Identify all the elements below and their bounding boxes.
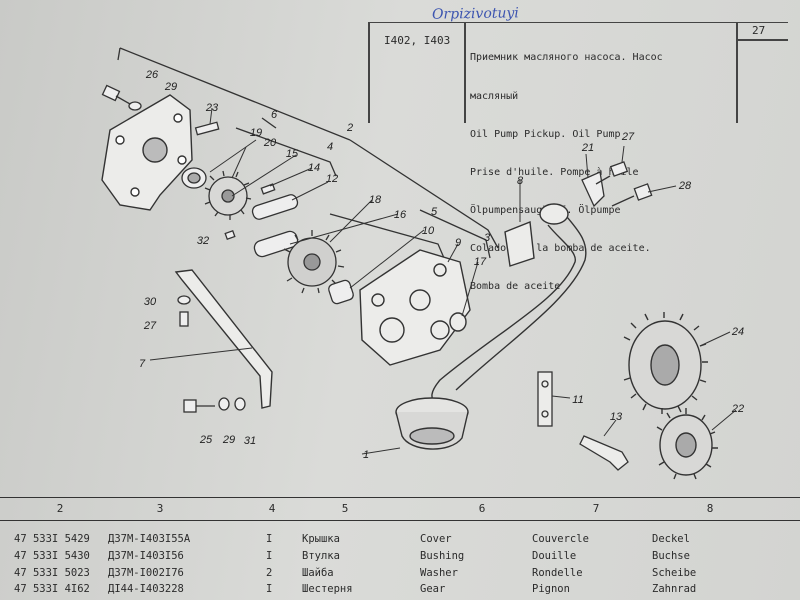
callout-12: 12 bbox=[325, 173, 339, 185]
parts-table-header: 2 3 4 5 6 7 8 bbox=[0, 497, 800, 521]
col-3: 3 bbox=[156, 502, 164, 515]
callout-16: 16 bbox=[393, 209, 407, 221]
callout-20: 20 bbox=[263, 137, 277, 149]
callout-32: 32 bbox=[196, 235, 210, 247]
name-en: Washer bbox=[420, 567, 458, 579]
name-en: Gear bbox=[420, 583, 446, 595]
name-en: Cover bbox=[420, 533, 452, 545]
callout-18: 18 bbox=[368, 194, 382, 206]
col-6: 6 bbox=[478, 502, 486, 515]
exploded-diagram bbox=[101, 47, 737, 480]
callout-6: 6 bbox=[270, 109, 278, 121]
callout-31: 31 bbox=[243, 435, 257, 447]
callout-27-right: 27 bbox=[621, 131, 635, 143]
callout-2: 2 bbox=[346, 122, 354, 134]
page-number: 27 bbox=[752, 24, 766, 37]
callout-3: 3 bbox=[483, 232, 491, 244]
name-ru: Шайба bbox=[302, 567, 334, 579]
part-number: 47 533I 5429 bbox=[14, 533, 90, 545]
name-fr: Couvercle bbox=[532, 533, 589, 545]
name-fr: Rondelle bbox=[532, 567, 583, 579]
support-bracket bbox=[174, 269, 273, 409]
col-7: 7 bbox=[592, 502, 600, 515]
quantity: I bbox=[266, 550, 273, 562]
title-ru-1: Приемник масляного насоса. Насос bbox=[470, 52, 663, 64]
col-5: 5 bbox=[341, 502, 349, 515]
callout-15: 15 bbox=[285, 148, 299, 160]
title-ru-2: масляный bbox=[470, 90, 519, 102]
title-es-2: Bomba de aceite bbox=[470, 281, 561, 293]
callout-23: 23 bbox=[205, 102, 219, 114]
callout-24: 24 bbox=[731, 326, 745, 338]
gear-22 bbox=[656, 408, 718, 480]
designation: Д37М-I403I56 bbox=[108, 550, 184, 562]
name-fr: Douille bbox=[532, 550, 577, 562]
name-fr: Pignon bbox=[532, 583, 570, 595]
callout-17: 17 bbox=[473, 256, 487, 268]
bracket-3 bbox=[419, 209, 491, 259]
name-de: Buchse bbox=[652, 550, 690, 562]
name-ru: Шестерня bbox=[302, 583, 353, 595]
title-de: Ölpumpensaugkopf. Ölpumpe bbox=[470, 204, 621, 216]
callout-19: 19 bbox=[249, 127, 263, 139]
table-row: 47 533I 5023 Д37М-I002I76 2 Шайба Washer… bbox=[0, 567, 800, 584]
callout-1: 1 bbox=[362, 449, 370, 461]
callout-5: 5 bbox=[430, 206, 438, 218]
callout-7: 7 bbox=[138, 358, 146, 370]
model-numbers: I402, I403 bbox=[384, 34, 451, 47]
bracket-2 bbox=[119, 47, 351, 141]
callout-9: 9 bbox=[454, 237, 462, 249]
callout-11: 11 bbox=[572, 394, 584, 406]
callout-26: 26 bbox=[145, 69, 159, 81]
gear-24 bbox=[623, 312, 708, 414]
callout-22: 22 bbox=[731, 403, 745, 415]
part-number: 47 533I 5430 bbox=[14, 550, 90, 562]
gear-18 bbox=[283, 230, 345, 294]
callout-30: 30 bbox=[143, 296, 157, 308]
designation: Д37М-I002I76 bbox=[108, 567, 184, 579]
name-ru: Крышка bbox=[302, 533, 340, 545]
oil-pickup bbox=[395, 203, 587, 450]
part-number: 47 533I 5023 bbox=[14, 567, 90, 579]
callout-4: 4 bbox=[326, 141, 334, 153]
name-ru: Втулка bbox=[302, 550, 340, 562]
quantity: 2 bbox=[266, 567, 273, 579]
gear-15 bbox=[204, 170, 252, 220]
callout-29-top: 29 bbox=[164, 81, 178, 93]
designation: Д37М-I403I55А bbox=[108, 533, 191, 545]
callout-25: 25 bbox=[199, 434, 213, 446]
callout-8: 8 bbox=[516, 175, 524, 187]
name-de: Scheibe bbox=[652, 567, 697, 579]
callout-13: 13 bbox=[609, 411, 623, 423]
callout-29-bottom: 29 bbox=[222, 434, 236, 446]
table-row: 47 533I 4I62 ДI44-I403228 I Шестерня Gea… bbox=[0, 583, 800, 600]
callout-27-left: 27 bbox=[143, 320, 157, 332]
pump-cover bbox=[101, 94, 193, 211]
name-de: Deckel bbox=[652, 533, 690, 545]
callout-28: 28 bbox=[678, 180, 692, 192]
pump-body bbox=[359, 249, 471, 366]
col-4: 4 bbox=[268, 502, 276, 515]
designation: ДI44-I403228 bbox=[108, 583, 184, 595]
quantity: I bbox=[266, 583, 273, 595]
bracket-4 bbox=[235, 127, 337, 177]
callout-10: 10 bbox=[421, 225, 435, 237]
quantity: I bbox=[266, 533, 273, 545]
table-row: 47 533I 5429 Д37М-I403I55А I Крышка Cove… bbox=[0, 533, 800, 550]
part-number: 47 533I 4I62 bbox=[14, 583, 90, 595]
col-8: 8 bbox=[706, 502, 714, 515]
table-row: 47 533I 5430 Д37М-I403I56 I Втулка Bushi… bbox=[0, 550, 800, 567]
name-de: Zahnrad bbox=[652, 583, 697, 595]
bracket-5 bbox=[329, 213, 445, 259]
title-en: Oil Pump Pickup. Oil Pump bbox=[470, 128, 621, 140]
callout-21: 21 bbox=[581, 142, 595, 154]
name-en: Bushing bbox=[420, 550, 465, 562]
col-2: 2 bbox=[56, 502, 64, 515]
header-block bbox=[368, 22, 788, 123]
callout-14: 14 bbox=[307, 162, 321, 174]
